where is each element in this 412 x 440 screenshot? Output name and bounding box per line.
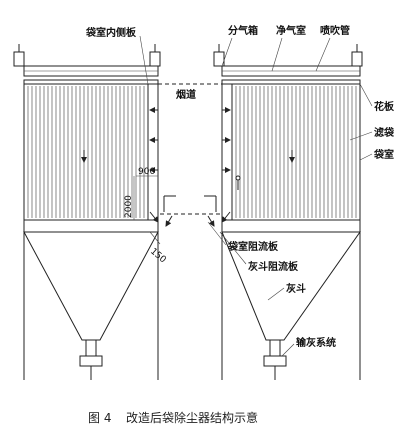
label-filter-bag: 滤袋 xyxy=(374,126,395,139)
label-flue: 烟道 xyxy=(176,88,196,101)
right-bag-chamber-body xyxy=(221,79,361,221)
flue-duct xyxy=(157,83,223,215)
label-hopper-baffle: 灰斗阻流板 xyxy=(248,260,299,273)
caption-text: 改造后袋除尘器结构示意 xyxy=(126,410,258,425)
caption-figure-no: 图 4 xyxy=(88,411,111,425)
right-ash-valve xyxy=(269,339,281,357)
left-hopper xyxy=(23,231,159,341)
label-clean-chamber: 净气室 xyxy=(276,24,306,37)
label-tube-sheet: 花板 xyxy=(374,100,395,113)
right-lug-outer xyxy=(351,51,363,67)
left-ash-valve xyxy=(85,339,97,357)
left-lug-inner xyxy=(149,51,161,67)
dim-150-line xyxy=(149,231,161,245)
labels: 袋室内侧板 分气箱 净气室 喷吹管 烟道 花板 滤袋 袋室 袋室阻流板 灰斗阻流… xyxy=(85,24,395,349)
right-chamber xyxy=(213,44,363,380)
label-air-box: 分气箱 xyxy=(228,24,258,37)
left-filter-bags xyxy=(27,86,145,218)
dimensions: 900 2000 150 xyxy=(124,167,168,266)
flue-channel xyxy=(149,83,241,227)
dim-900: 900 xyxy=(138,167,155,177)
right-filter-bags xyxy=(235,86,357,218)
label-bag-inner-wall: 袋室内侧板 xyxy=(85,26,137,39)
left-lug-outer xyxy=(13,51,25,67)
label-bag-baffle: 袋室阻流板 xyxy=(227,240,279,253)
label-hopper: 灰斗 xyxy=(286,282,306,295)
dim-2000: 2000 xyxy=(124,195,134,218)
figure-caption: 图 4 改造后袋除尘器结构示意 xyxy=(88,410,258,425)
leader-lines xyxy=(139,35,373,357)
label-ash-system: 输灰系统 xyxy=(296,336,336,349)
label-blow-pipe: 喷吹管 xyxy=(320,24,350,37)
left-chamber xyxy=(13,44,161,380)
label-bag-chamber: 袋室 xyxy=(373,148,394,161)
